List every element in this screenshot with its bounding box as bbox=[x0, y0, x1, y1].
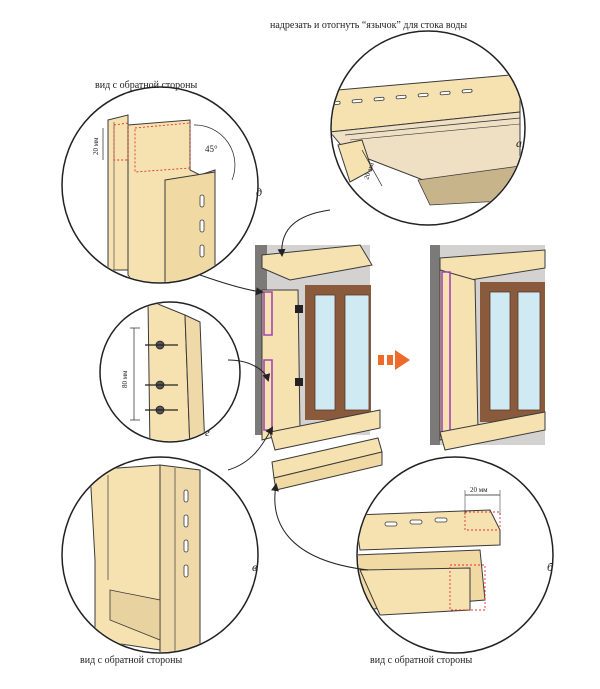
label-v: в bbox=[252, 560, 258, 574]
label-d: д bbox=[256, 185, 263, 199]
detail-b-circle: 20 мм bbox=[356, 456, 554, 654]
caption-back-view-d: вид с обратной стороны bbox=[95, 80, 198, 91]
detail-d-circle: 20 мм 45° bbox=[61, 86, 259, 284]
window-after bbox=[430, 245, 546, 451]
detail-d-angle: 45° bbox=[205, 144, 218, 154]
caption-back-view-v: вид с обратной стороны bbox=[80, 655, 183, 666]
label-a: а bbox=[516, 136, 522, 150]
detail-v-circle bbox=[61, 456, 259, 654]
arrow-right-icon bbox=[378, 350, 410, 370]
detail-g-dimension: 80 мм bbox=[121, 370, 129, 388]
label-g: г bbox=[205, 425, 210, 439]
detail-a-circle: 20 мм bbox=[330, 30, 526, 226]
leader-lines bbox=[199, 209, 369, 571]
detail-g-circle: 80 мм bbox=[99, 301, 241, 443]
caption-cut-tongue: надрезать и отогнуть “язычок” для стока … bbox=[270, 20, 468, 31]
caption-back-view-b: вид с обратной стороны bbox=[370, 655, 473, 666]
detail-d-dimension: 20 мм bbox=[92, 137, 100, 155]
label-b: б bbox=[547, 560, 554, 574]
detail-b-dimension: 20 мм bbox=[470, 486, 488, 494]
window-before bbox=[255, 244, 381, 451]
